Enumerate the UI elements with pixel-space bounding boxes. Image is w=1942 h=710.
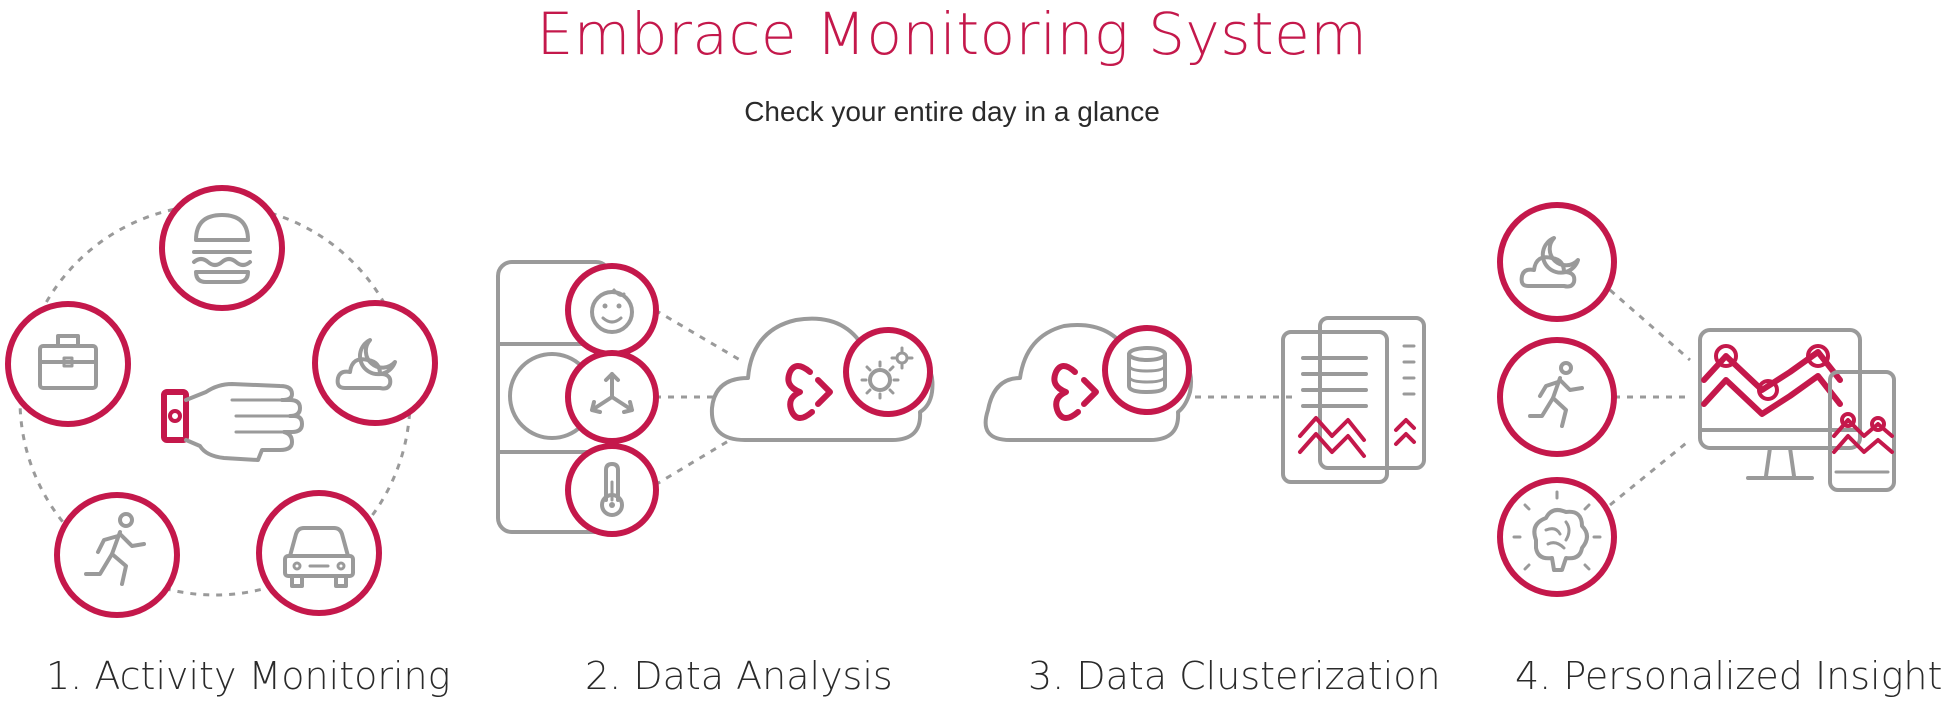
motion-icon bbox=[565, 350, 659, 444]
car-icon bbox=[256, 490, 382, 616]
monitor-icon bbox=[1698, 328, 1862, 480]
step-label-data-clusterization: 3. Data Clusterization bbox=[1028, 654, 1441, 698]
night-cloud-icon bbox=[312, 300, 438, 426]
night-cloud-icon bbox=[1497, 202, 1617, 322]
connector-thermo bbox=[654, 438, 731, 487]
personalized-insight-group bbox=[1497, 202, 1896, 597]
page-subtitle: Check your entire day in a glance bbox=[744, 96, 1160, 127]
data-analysis-group bbox=[496, 260, 935, 537]
burger-icon bbox=[159, 185, 285, 311]
activity-monitoring-group bbox=[5, 185, 438, 618]
connector-face bbox=[654, 308, 741, 362]
thermometer-icon bbox=[565, 443, 659, 537]
phone-icon bbox=[1828, 370, 1896, 492]
documents-icon bbox=[1281, 316, 1426, 484]
database-icon bbox=[1102, 325, 1192, 415]
data-clusterization-group bbox=[983, 316, 1426, 484]
face-icon bbox=[565, 263, 659, 357]
step-label-data-analysis: 2. Data Analysis bbox=[585, 654, 893, 698]
connector-sleep bbox=[1609, 288, 1691, 362]
page-title: Embrace Monitoring System bbox=[536, 0, 1368, 68]
briefcase-icon bbox=[5, 301, 131, 427]
connector-brain bbox=[1609, 438, 1691, 507]
step-label-personalized-insight: 4. Personalized Insight bbox=[1515, 654, 1942, 698]
step-label-activity-monitoring: 1. Activity Monitoring bbox=[46, 654, 451, 698]
gears-icon bbox=[843, 327, 933, 417]
runner-icon bbox=[1497, 337, 1617, 457]
wrist-band-icon bbox=[161, 382, 304, 462]
monitoring-diagram: .g { fill: none; stroke: #9a9a9a; stroke… bbox=[5, 185, 1896, 618]
brain-icon bbox=[1497, 477, 1617, 597]
runner-icon bbox=[54, 492, 180, 618]
